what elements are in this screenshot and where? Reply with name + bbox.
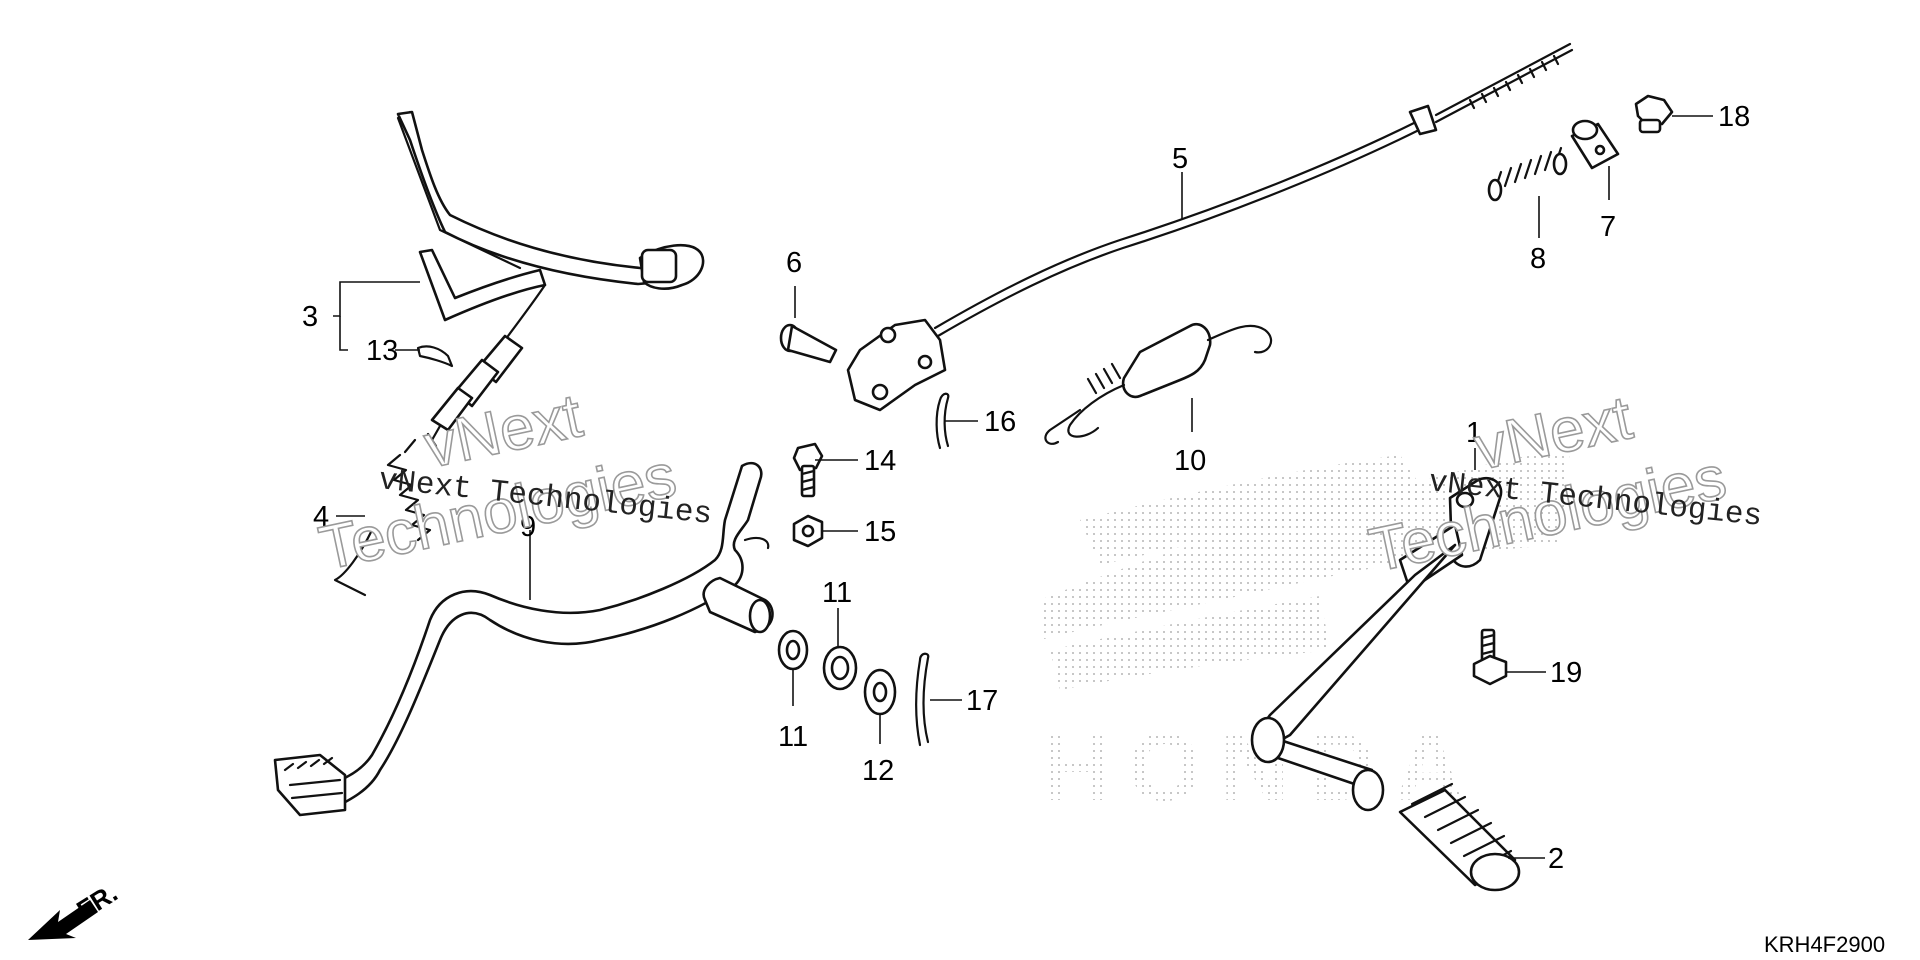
part-6-pin bbox=[779, 323, 838, 364]
callout-18: 18 bbox=[1718, 101, 1750, 133]
callout-14: 14 bbox=[864, 445, 896, 477]
callout-3: 3 bbox=[302, 301, 318, 333]
part-15-nut bbox=[792, 514, 824, 548]
callout-4: 4 bbox=[313, 501, 329, 533]
callout-2: 2 bbox=[1548, 843, 1564, 875]
callout-16: 16 bbox=[984, 406, 1016, 438]
callout-12: 12 bbox=[862, 755, 894, 787]
callout-17: 17 bbox=[966, 685, 998, 717]
callout-19: 19 bbox=[1550, 657, 1582, 689]
callout-6: 6 bbox=[786, 247, 802, 279]
callout-9: 9 bbox=[520, 511, 536, 543]
watermark-left: vNext Technologies vNext Technologies bbox=[313, 380, 714, 584]
part-2-rubber-grip bbox=[1398, 782, 1521, 892]
part-1-shift-arm bbox=[1250, 477, 1503, 812]
callouts: 1 2 3 4 5 6 7 8 9 10 11 11 12 13 14 15 1… bbox=[302, 101, 1750, 875]
part-14-bolt bbox=[792, 442, 824, 498]
front-arrow-icon bbox=[28, 900, 98, 940]
part-13-clip bbox=[416, 345, 454, 368]
watermark-right-line1: vNext bbox=[1469, 383, 1638, 483]
callout-11-lower: 11 bbox=[778, 721, 808, 753]
part-12-washer bbox=[863, 668, 897, 716]
leader-lines bbox=[333, 115, 1713, 859]
part-5-cable bbox=[933, 42, 1574, 338]
part-19-bolt bbox=[1472, 628, 1508, 686]
part-9-brake-pedal bbox=[273, 461, 774, 817]
diagram-code: KRH4F2900 bbox=[1764, 932, 1885, 957]
cable-joint bbox=[846, 318, 947, 412]
part-4-spring bbox=[333, 438, 432, 597]
part-11-washer-b bbox=[822, 645, 858, 691]
callout-1: 1 bbox=[1466, 417, 1482, 449]
part-7-joint bbox=[1570, 119, 1620, 170]
callout-8: 8 bbox=[1530, 243, 1546, 275]
part-10-spring bbox=[1044, 323, 1273, 445]
part-17-cotter-pin bbox=[915, 652, 930, 747]
part-18-nut bbox=[1634, 94, 1674, 134]
callout-5: 5 bbox=[1172, 143, 1188, 175]
part-16-cotter-pin bbox=[935, 392, 950, 450]
callout-11-upper: 11 bbox=[822, 577, 852, 609]
front-direction-indicator: FR. bbox=[28, 877, 123, 940]
callout-10: 10 bbox=[1174, 445, 1206, 477]
part-11-washer-a bbox=[777, 629, 809, 671]
part-8-spring bbox=[1487, 146, 1568, 202]
callout-7: 7 bbox=[1600, 211, 1616, 243]
part-3-wire-harness bbox=[396, 110, 705, 448]
callout-13: 13 bbox=[366, 335, 398, 367]
watermark-left-line1: vNext bbox=[419, 381, 588, 481]
callout-15: 15 bbox=[864, 516, 896, 548]
background-honda-logo: HONDA bbox=[1040, 450, 1570, 821]
